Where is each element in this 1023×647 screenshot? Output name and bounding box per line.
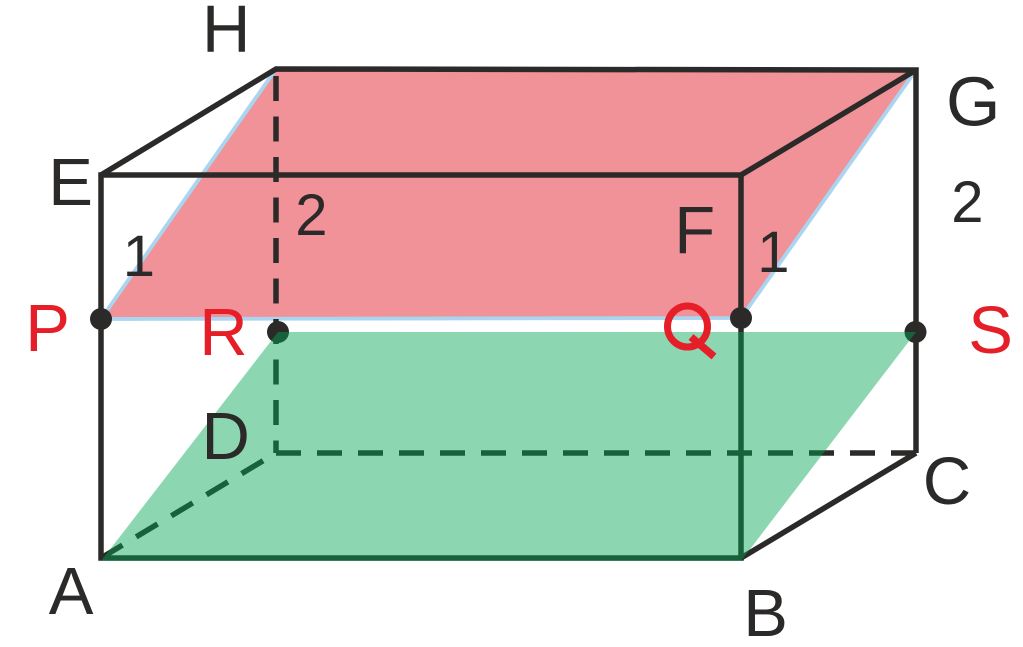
- svg-text:1: 1: [123, 224, 155, 289]
- svg-text:P: P: [25, 291, 70, 366]
- svg-text:F: F: [674, 193, 715, 268]
- svg-text:S: S: [968, 293, 1013, 368]
- svg-text:R: R: [199, 295, 247, 370]
- svg-text:C: C: [923, 444, 971, 519]
- svg-text:E: E: [48, 145, 93, 220]
- svg-text:2: 2: [951, 170, 983, 235]
- svg-text:2: 2: [295, 183, 327, 248]
- svg-text:B: B: [743, 576, 788, 647]
- svg-text:G: G: [946, 63, 1000, 141]
- svg-text:1: 1: [757, 220, 789, 285]
- svg-text:A: A: [49, 554, 94, 629]
- svg-text:H: H: [202, 0, 250, 67]
- svg-text:D: D: [202, 399, 250, 474]
